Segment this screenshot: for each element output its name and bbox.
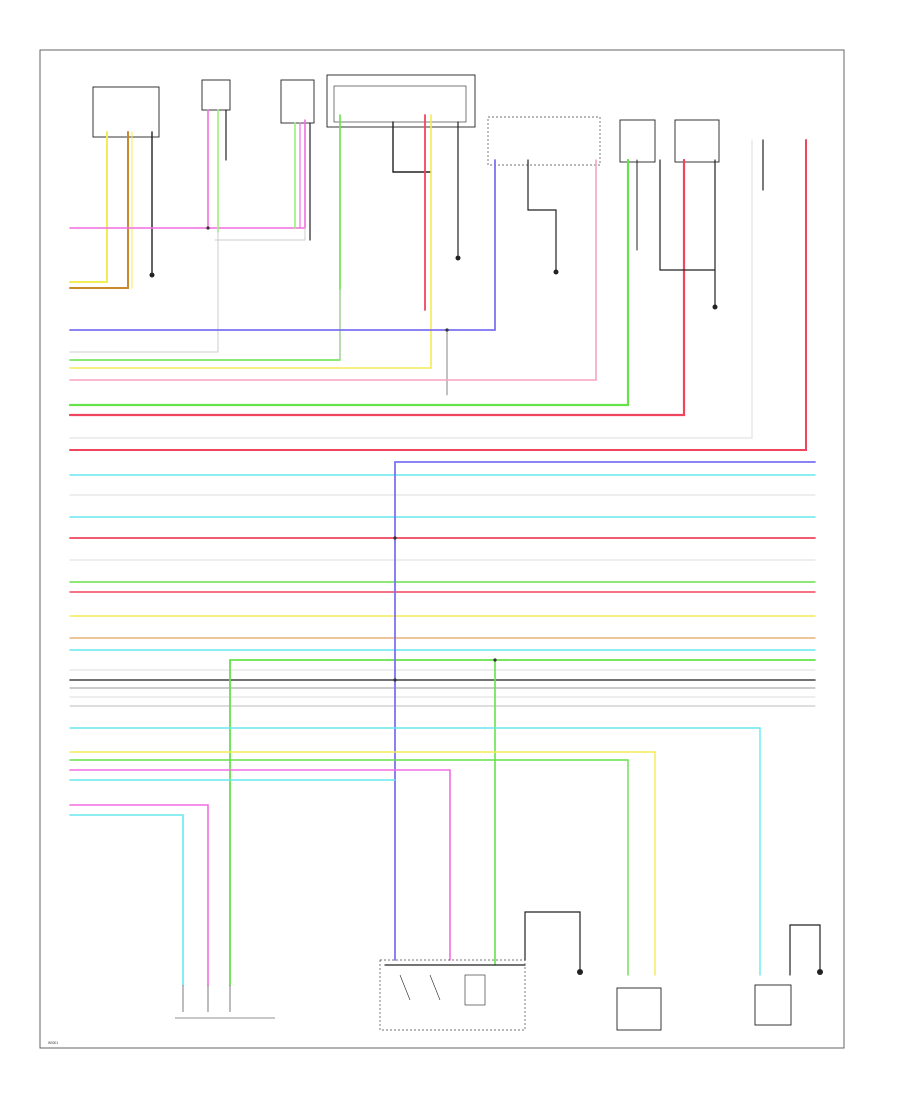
diagram-border — [39, 49, 845, 1049]
ground-symbols — [149, 255, 718, 310]
wires — [68, 109, 821, 986]
top-components — [92, 74, 720, 166]
bottom-components — [175, 959, 823, 1031]
footer-code: W0001 — [48, 1041, 58, 1045]
junction-dots — [206, 226, 497, 682]
